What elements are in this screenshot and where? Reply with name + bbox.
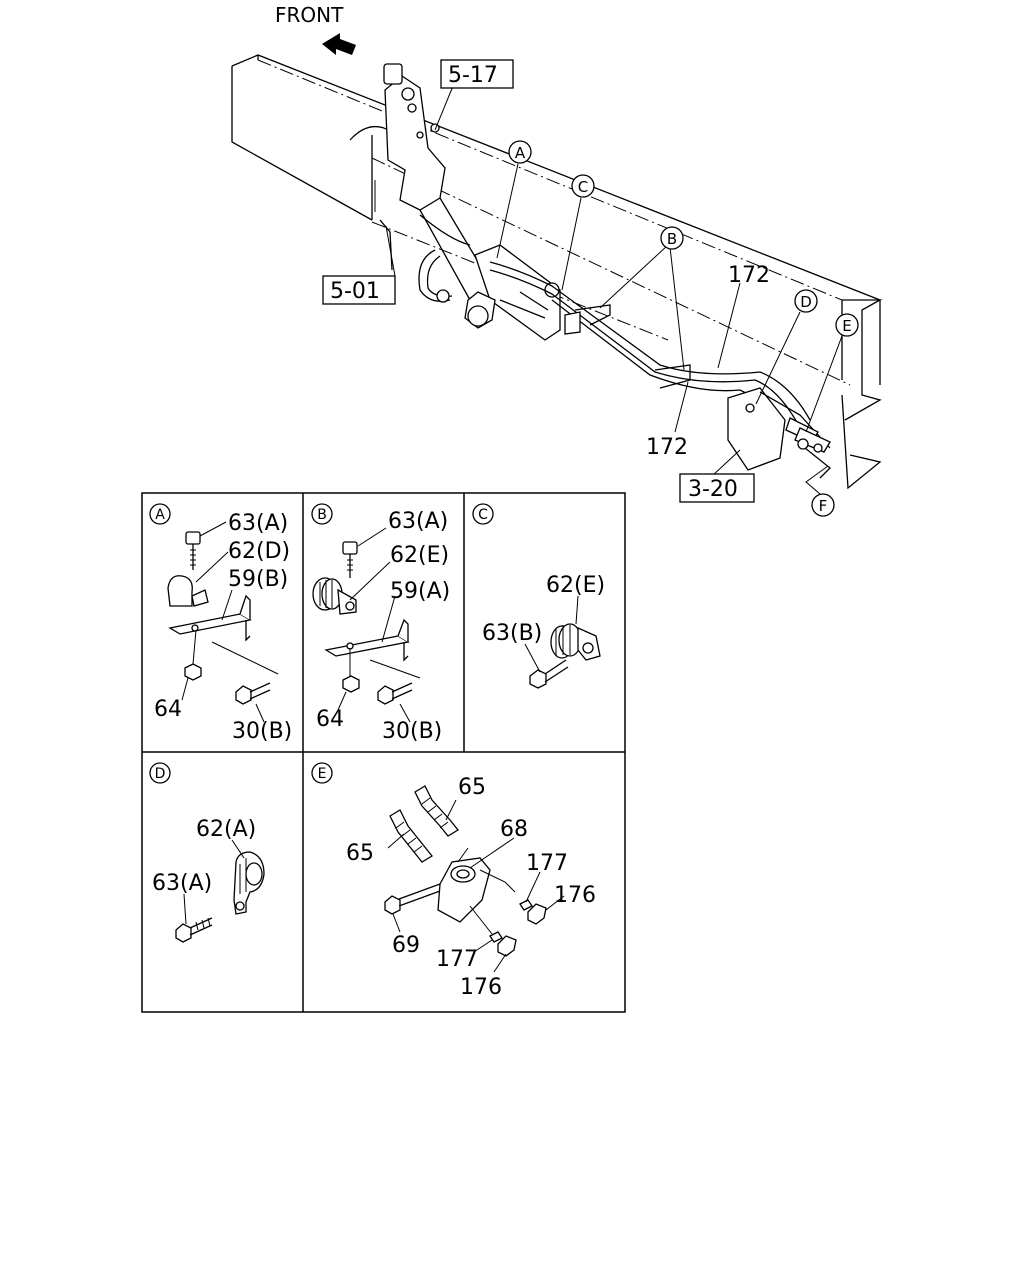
detail-c: C 62(E) 63(B) (472, 503, 605, 689)
detail-a-part-63a: 63(A) (228, 511, 288, 536)
detail-e-part-68: 68 (500, 817, 528, 842)
detail-c-part-63b: 63(B) (482, 621, 542, 646)
detail-e-part-65-upper: 65 (458, 775, 486, 800)
detail-e: E 65 65 68 177 176 (311, 762, 596, 1000)
frame-rail (231, 54, 883, 490)
detail-a-part-64: 64 (154, 697, 182, 722)
svg-text:3-20: 3-20 (688, 477, 738, 502)
upper-bracket (383, 63, 496, 301)
part-172-top: 172 (728, 263, 770, 288)
junction-bracket (727, 387, 831, 479)
detail-e-part-176-upper: 176 (554, 883, 596, 908)
callout-a[interactable]: A (508, 140, 532, 164)
leader-lines (385, 85, 843, 495)
detail-b-part-59a: 59(A) (390, 579, 450, 604)
detail-b-part-30b: 30(B) (382, 719, 442, 744)
detail-e-part-69: 69 (392, 933, 420, 958)
detail-b: B 63(A) 62(E) 59(A) 64 30(B) (311, 503, 450, 744)
svg-text:E: E (842, 317, 851, 335)
detail-d: D 62(A) 63(A) (149, 762, 265, 943)
callout-e[interactable]: E (835, 313, 859, 337)
detail-e-part-176-lower: 176 (460, 975, 502, 1000)
detail-e-part-65-lower: 65 (346, 841, 374, 866)
detail-a-letter: A (155, 507, 165, 523)
main-assembly: FRONT (231, 3, 883, 517)
detail-e-part-177-lower: 177 (436, 947, 478, 972)
svg-text:F: F (819, 497, 828, 515)
detail-d-letter: D (155, 766, 166, 782)
detail-b-part-62e: 62(E) (390, 543, 449, 568)
detail-b-letter: B (317, 507, 327, 523)
detail-a: A 63(A) 62(D) 59(B) 64 30(B) (149, 503, 292, 744)
valve-assembly (418, 244, 561, 341)
svg-text:B: B (667, 230, 677, 248)
ref-box-3-20[interactable]: 3-20 (679, 473, 755, 503)
callout-c[interactable]: C (571, 174, 595, 198)
brake-pipes (489, 261, 811, 429)
callout-f[interactable]: F (811, 493, 835, 517)
detail-a-part-62d: 62(D) (228, 539, 290, 564)
detail-grid (141, 492, 626, 1013)
detail-e-letter: E (318, 766, 327, 782)
detail-b-part-64: 64 (316, 707, 344, 732)
callout-b[interactable]: B (660, 226, 684, 250)
ref-box-5-17[interactable]: 5-17 (440, 59, 514, 89)
part-172-bottom: 172 (646, 435, 688, 460)
svg-text:C: C (578, 178, 588, 196)
ref-box-5-01[interactable]: 5-01 (322, 275, 396, 305)
svg-text:A: A (515, 144, 526, 162)
detail-a-part-59b: 59(B) (228, 567, 288, 592)
detail-e-part-177-upper: 177 (526, 851, 568, 876)
front-arrow-icon (322, 33, 356, 55)
detail-d-part-62a: 62(A) (196, 817, 256, 842)
svg-text:D: D (800, 293, 812, 311)
detail-b-part-63a: 63(A) (388, 509, 448, 534)
detail-a-part-30b: 30(B) (232, 719, 292, 744)
svg-text:5-17: 5-17 (448, 63, 498, 88)
callout-d[interactable]: D (794, 289, 818, 313)
svg-text:5-01: 5-01 (330, 279, 380, 304)
detail-c-letter: C (478, 507, 488, 523)
detail-c-part-62e: 62(E) (546, 573, 605, 598)
detail-d-part-63a: 63(A) (152, 871, 212, 896)
front-label: FRONT (275, 3, 344, 27)
